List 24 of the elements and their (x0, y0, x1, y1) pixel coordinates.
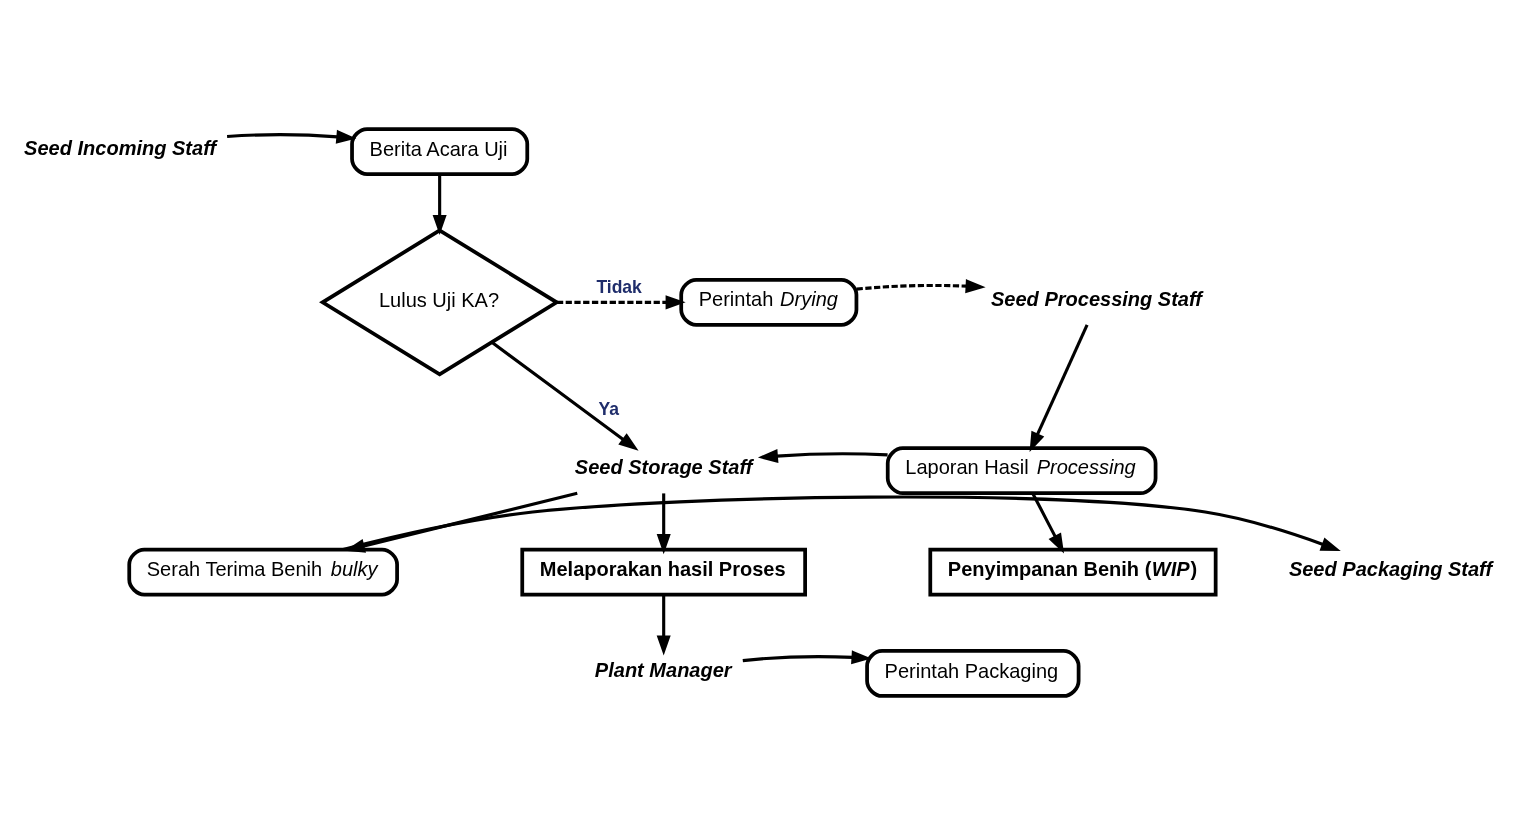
node-text: Seed Storage Staff (574, 456, 753, 479)
node-box: Laporan Hasil Processing (885, 446, 1158, 496)
edge-label: Tidak (596, 276, 642, 297)
arrow (1031, 492, 1065, 554)
arrow (432, 174, 447, 235)
node-box: Berita Acara Uji (350, 127, 530, 176)
node-box: Penyimpanan Benih (WIP) (928, 547, 1218, 597)
node-box: Serah Terima Benih bulky (127, 547, 399, 597)
node-text: Seed Incoming Staff (24, 137, 217, 160)
arrow (557, 295, 686, 310)
node-text: Seed Packaging Staff (1288, 557, 1493, 580)
arrow (656, 594, 671, 656)
arrow (227, 129, 357, 144)
arrow (856, 279, 986, 294)
node-box: Perintah Packaging (865, 649, 1081, 698)
node-text: Seed Processing Staff (990, 287, 1202, 310)
arrow (1029, 324, 1089, 452)
node-box: Melaporakan hasil Proses (520, 547, 807, 597)
arrow (491, 341, 639, 451)
node-text: Plant Manager (594, 658, 732, 681)
edge-label: Ya (598, 398, 620, 419)
arrow (757, 449, 888, 463)
node-box: Perintah Drying (679, 277, 859, 327)
arrow (656, 493, 671, 555)
